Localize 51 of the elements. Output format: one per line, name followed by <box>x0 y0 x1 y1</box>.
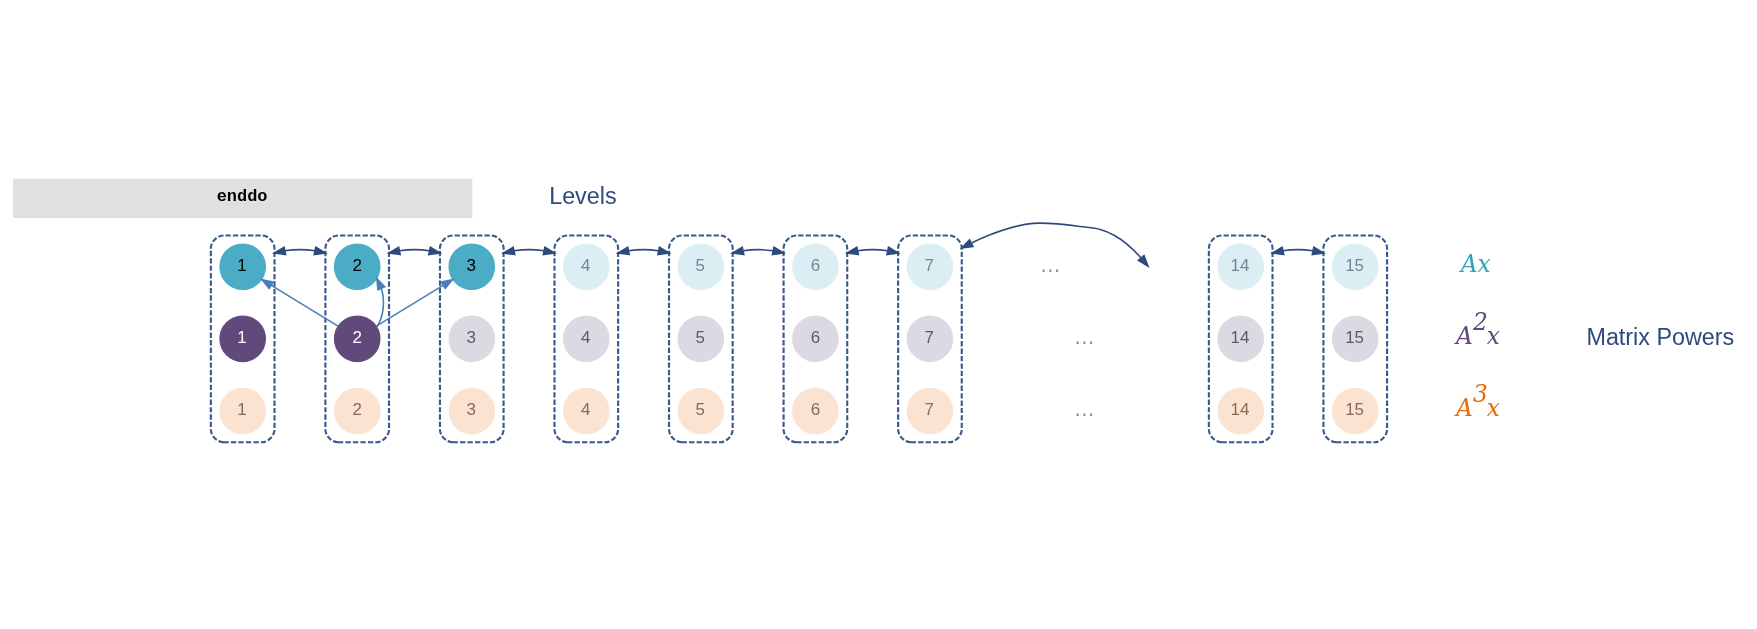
node-circle: 1 <box>219 315 266 362</box>
node-circle: 7 <box>906 387 954 434</box>
node-circle: 5 <box>677 387 725 434</box>
node-circle: 2 <box>333 242 381 290</box>
node-circle: 4 <box>562 387 610 434</box>
arrow <box>272 245 328 255</box>
node-circle: 3 <box>448 315 496 362</box>
node-circle: 4 <box>562 315 610 362</box>
label: … <box>1073 324 1095 348</box>
arrow <box>1270 245 1326 255</box>
node-circle: 14 <box>1217 242 1265 290</box>
node-circle: 5 <box>677 242 725 290</box>
label: Ax <box>1460 249 1491 278</box>
node-circle: 15 <box>1331 242 1379 290</box>
arrow <box>260 277 339 327</box>
node-circle: 3 <box>448 387 496 434</box>
node-circle: 3 <box>448 242 496 290</box>
cluster <box>1322 233 1389 443</box>
node-circle: 1 <box>219 242 266 290</box>
arrow <box>844 245 901 255</box>
node-circle: 7 <box>906 242 954 290</box>
cluster <box>1207 233 1274 443</box>
node-circle: 4 <box>562 242 610 290</box>
arrow <box>730 245 786 255</box>
label: … <box>1073 396 1095 420</box>
label: Levels <box>549 182 617 209</box>
cluster <box>897 233 963 443</box>
node-circle: 14 <box>1217 315 1265 362</box>
label: Matrix Powers <box>1586 323 1735 350</box>
node-circle: 5 <box>677 315 725 362</box>
arrow <box>386 245 443 255</box>
node-circle: 14 <box>1217 387 1265 434</box>
label: … <box>1039 252 1061 276</box>
node-circle: 1 <box>219 387 266 434</box>
node-circle: 6 <box>792 315 839 362</box>
node-box: enddo <box>13 178 473 218</box>
cluster <box>324 233 391 443</box>
node-circle: 2 <box>333 387 381 434</box>
cluster <box>667 233 734 443</box>
node-circle: 7 <box>906 315 954 362</box>
cluster <box>782 233 849 443</box>
node-circle: 15 <box>1331 315 1379 362</box>
arrow <box>501 245 557 255</box>
arrow <box>375 276 387 327</box>
node-circle: 15 <box>1331 387 1379 434</box>
arrow <box>375 277 455 327</box>
cluster <box>553 233 620 443</box>
node-circle: 2 <box>333 315 381 362</box>
node-circle: 6 <box>792 387 839 434</box>
node-circle: 6 <box>792 242 839 290</box>
arrow <box>615 245 672 255</box>
